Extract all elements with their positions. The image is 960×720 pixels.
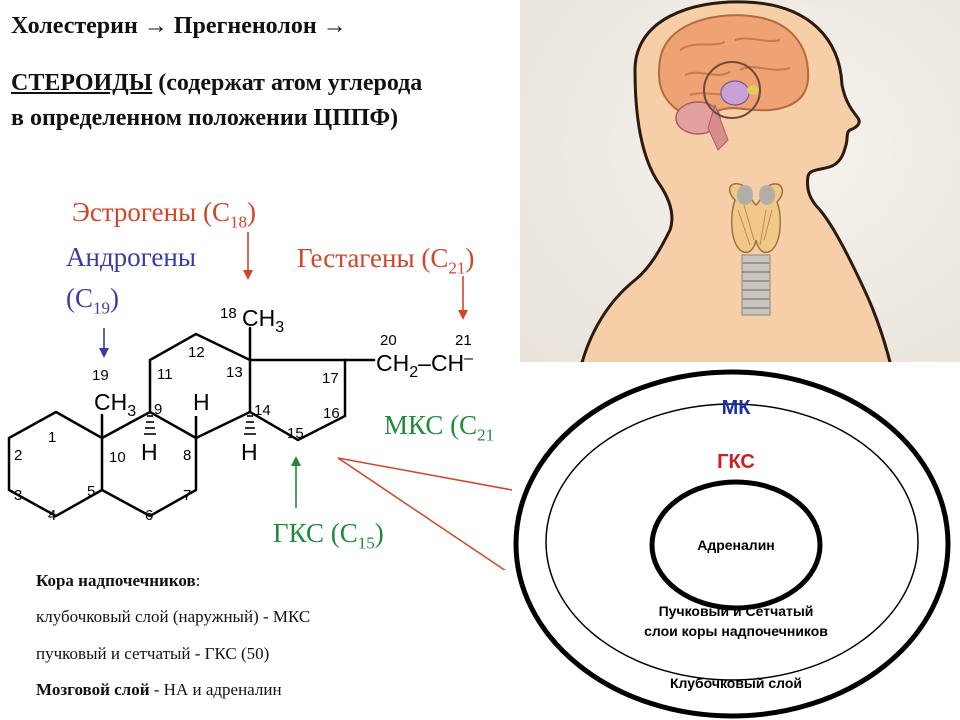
mks-label: МКС (С21 — [384, 410, 495, 445]
cortex-line-2: пучковый и сетчатый - ГКС (50) — [36, 644, 270, 663]
pregnenolone-label: Прегненолон — [173, 13, 317, 39]
header-line-2: СТЕРОИДЫ (содержат атом углерода — [11, 70, 422, 97]
arrow-gks — [291, 456, 301, 508]
svg-text:15: 15 — [287, 425, 304, 442]
ring-a — [7, 410, 104, 518]
zone-label-line-1: Пучковый и Сетчатый — [659, 603, 814, 619]
pointer-line-mks — [337, 457, 513, 491]
pointer-line-gks — [337, 457, 506, 570]
cholesterol-label: Холестерин — [11, 13, 138, 39]
zone-label-line-2: слои коры надпочечников — [644, 623, 828, 639]
gestagens-label: Гестагены (С21) — [297, 243, 475, 278]
num-21: 21 — [455, 332, 472, 349]
svg-text:6: 6 — [145, 507, 153, 524]
ring-numbers: 1 2 3 4 5 6 7 8 9 10 11 12 13 14 15 16 1… — [14, 344, 340, 524]
header-line-3: в определенном положении ЦППФ) — [11, 105, 399, 131]
stereo-bond-14 — [244, 415, 256, 435]
steroids-label: СТЕРОИДЫ — [11, 70, 153, 96]
cortex-line-1: клубочковый слой (наружный) - МКС — [36, 607, 311, 626]
gks-hormone-label: ГКС (С15) — [273, 518, 384, 553]
outer-zone-ring — [513, 369, 951, 719]
svg-text:16: 16 — [323, 405, 340, 422]
ring-c — [148, 332, 252, 440]
svg-text:3: 3 — [14, 487, 22, 504]
arrow-estrogens — [243, 232, 253, 280]
outer-zone-label: Клубочковый слой — [670, 675, 802, 691]
androgens-carbon: (С19) — [66, 283, 119, 318]
stereo-bond-9 — [144, 415, 156, 435]
medulla-ring — [649, 479, 823, 611]
steroid-molecule: 18 CH3 19 CH3 H H H 20 21 CH2–CH– 1 2 3 … — [7, 232, 513, 570]
svg-text:8: 8 — [183, 447, 191, 464]
svg-text:11: 11 — [157, 366, 173, 383]
h-9: H — [141, 439, 158, 465]
adrenaline-label: Адреналин — [697, 537, 775, 553]
num-18: 18 — [220, 305, 237, 322]
num-20: 20 — [380, 332, 397, 349]
num-19: 19 — [92, 367, 109, 384]
header-line-1: Холестерин → Прегненолон → — [11, 13, 347, 40]
androgens-label: Андрогены — [66, 242, 196, 272]
h-14: H — [241, 439, 258, 465]
arrow-androgens — [99, 328, 109, 358]
ring-b — [100, 410, 198, 518]
gks-label: ГКС — [717, 451, 755, 473]
mk-label: МК — [722, 397, 752, 419]
arrow-icon: → — [322, 13, 347, 39]
svg-text:1: 1 — [48, 429, 56, 446]
svg-text:9: 9 — [154, 401, 162, 418]
arrow-gestagens — [458, 276, 468, 320]
svg-text:7: 7 — [183, 487, 191, 504]
cortex-title: Кора надпочечников: — [36, 571, 201, 590]
h-8: H — [193, 389, 210, 415]
svg-text:17: 17 — [322, 370, 339, 387]
steroids-desc: (содержат атом углерода — [152, 70, 423, 96]
svg-text:14: 14 — [254, 402, 271, 419]
svg-text:4: 4 — [48, 507, 56, 524]
middle-zone-ring — [545, 403, 919, 681]
svg-text:13: 13 — [226, 364, 243, 381]
svg-text:12: 12 — [188, 344, 205, 361]
ring-d — [248, 358, 347, 442]
estrogens-label: Эстрогены (С18) — [72, 197, 256, 232]
head-illustration — [520, 0, 960, 370]
ch3-top: CH3 — [242, 305, 284, 336]
svg-text:10: 10 — [109, 449, 126, 466]
medulla-line: Мозговой слой - НА и адреналин — [36, 680, 282, 699]
svg-text:5: 5 — [87, 483, 95, 500]
ch3-left: CH3 — [94, 389, 136, 420]
side-chain-ch2: CH2–CH– — [376, 350, 473, 381]
arrow-icon: → — [143, 13, 168, 39]
svg-text:2: 2 — [14, 447, 22, 464]
adrenal-zones-diagram: МК ГКС Адреналин Пучковый и Сетчатый сло… — [510, 362, 960, 720]
